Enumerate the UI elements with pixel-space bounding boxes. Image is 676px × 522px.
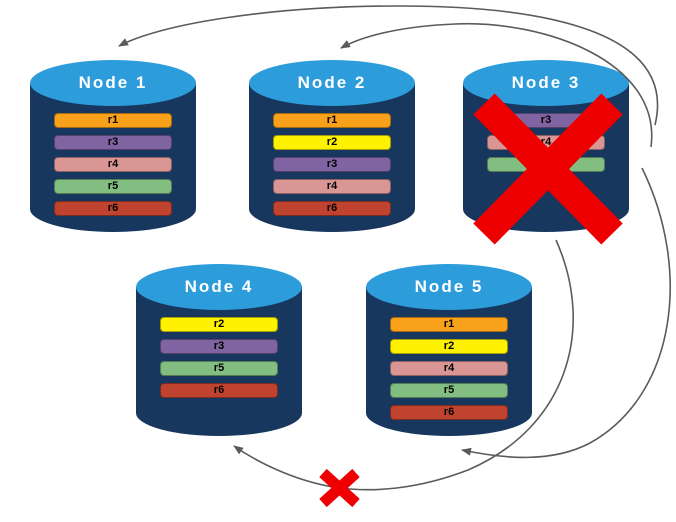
- cylinder-top: Node 5: [366, 264, 532, 310]
- record-bar: r6: [54, 201, 172, 216]
- records-list: r2 r3 r5 r6: [160, 317, 278, 398]
- records-list: r3 r4 r5: [487, 113, 605, 172]
- node-4: r2 r3 r5 r6 Node 4: [136, 264, 302, 436]
- record-bar: r6: [390, 405, 508, 420]
- cylinder-top: Node 3: [463, 60, 629, 106]
- record-bar: r2: [273, 135, 391, 150]
- record-bar: r4: [487, 135, 605, 150]
- replication-failure-x-icon: [319, 468, 360, 508]
- record-bar: r6: [273, 201, 391, 216]
- records-list: r1 r2 r4 r5 r6: [390, 317, 508, 420]
- node-1: r1 r3 r4 r5 r6 Node 1: [30, 60, 196, 232]
- record-bar: r1: [54, 113, 172, 128]
- node-3: r3 r4 r5 Node 3: [463, 60, 629, 232]
- node-title: Node 3: [511, 73, 581, 92]
- cylinder-top: Node 1: [30, 60, 196, 106]
- node-title: Node 1: [78, 73, 148, 92]
- record-bar: r1: [273, 113, 391, 128]
- record-bar: r6: [160, 383, 278, 398]
- record-bar: r2: [390, 339, 508, 354]
- records-list: r1 r3 r4 r5 r6: [54, 113, 172, 216]
- record-bar: r1: [390, 317, 508, 332]
- record-bar: r4: [390, 361, 508, 376]
- record-bar: r5: [54, 179, 172, 194]
- record-bar: r5: [390, 383, 508, 398]
- record-bar: r3: [54, 135, 172, 150]
- node-title: Node 4: [184, 277, 254, 296]
- node-title: Node 5: [414, 277, 484, 296]
- cylinder-top: Node 2: [249, 60, 415, 106]
- node-5: r1 r2 r4 r5 r6 Node 5: [366, 264, 532, 436]
- cylinder-top: Node 4: [136, 264, 302, 310]
- record-bar: r2: [160, 317, 278, 332]
- record-bar: r3: [487, 113, 605, 128]
- record-bar: r3: [160, 339, 278, 354]
- node-title: Node 2: [297, 73, 367, 92]
- node-2: r1 r2 r3 r4 r6 Node 2: [249, 60, 415, 232]
- records-list: r1 r2 r3 r4 r6: [273, 113, 391, 216]
- record-bar: r5: [160, 361, 278, 376]
- record-bar: r5: [487, 157, 605, 172]
- record-bar: r4: [54, 157, 172, 172]
- record-bar: r3: [273, 157, 391, 172]
- record-bar: r4: [273, 179, 391, 194]
